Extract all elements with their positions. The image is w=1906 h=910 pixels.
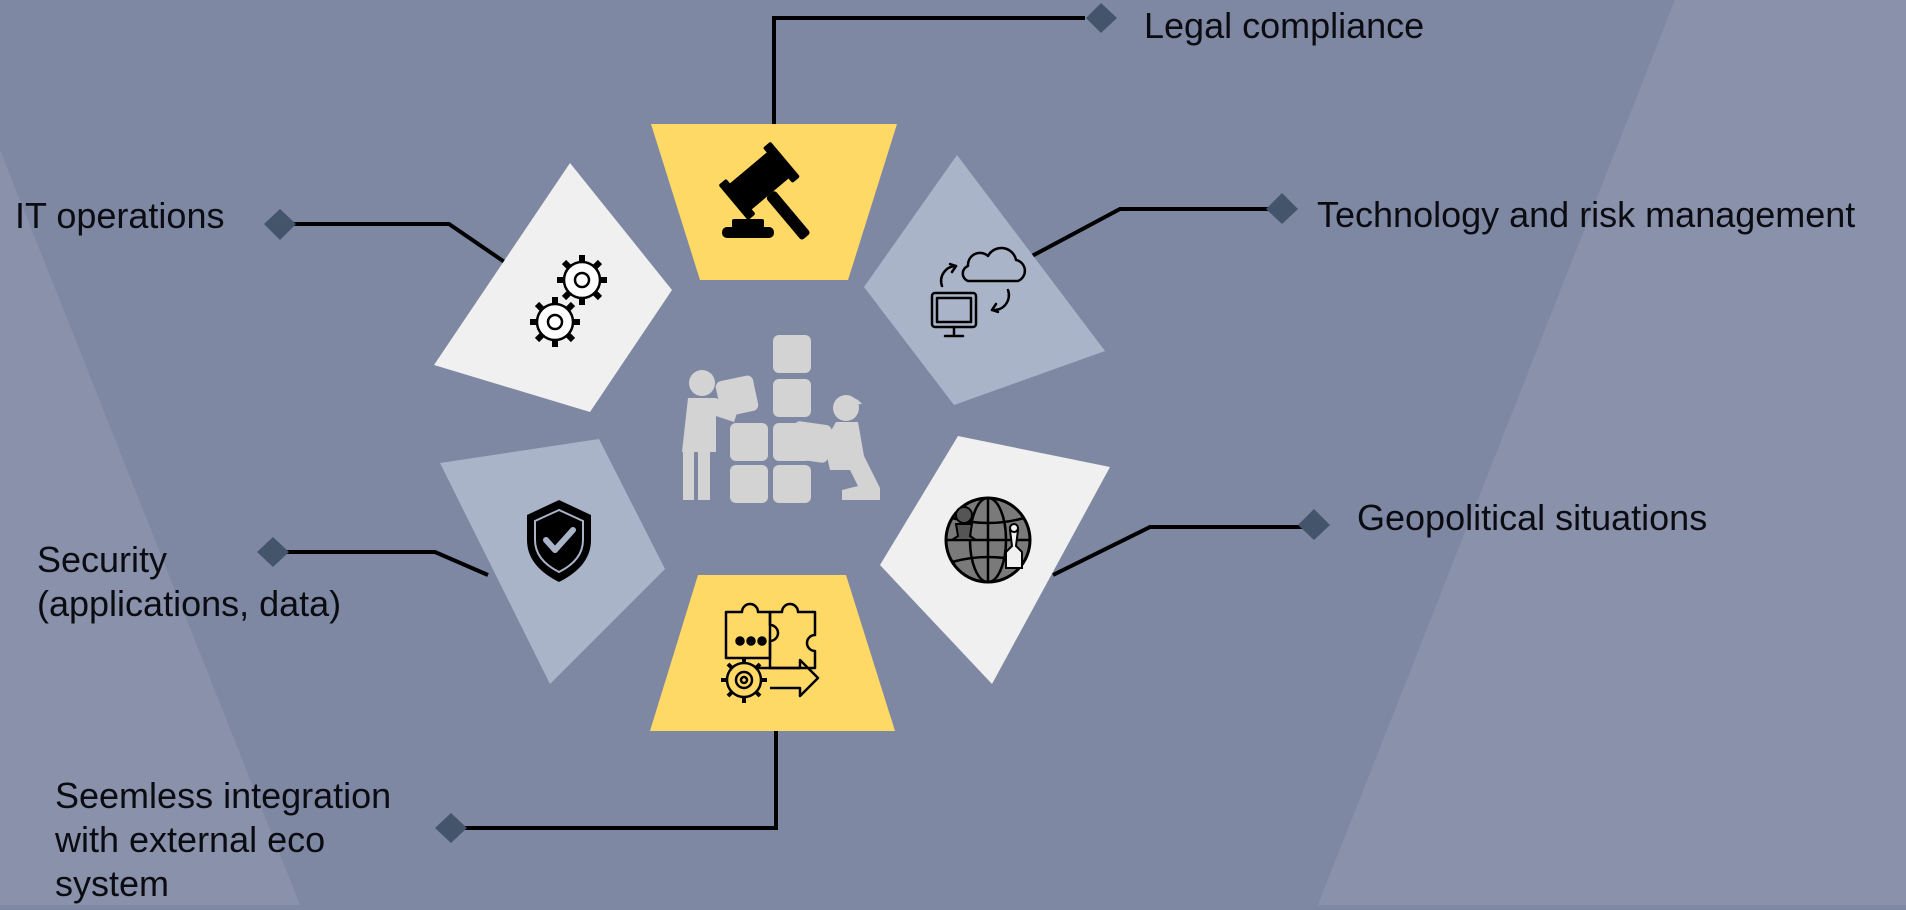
gavel-icon	[719, 142, 810, 240]
label-line: Security	[37, 539, 168, 580]
label-line: with external eco	[55, 819, 326, 860]
label-security: Security (applications, data)	[37, 538, 341, 626]
connector-integration	[453, 731, 778, 830]
diamond-it-ops	[264, 209, 296, 240]
builders-stacking-blocks-icon	[682, 335, 880, 503]
diamond-security	[257, 537, 289, 567]
connector-security	[280, 550, 489, 577]
shield-check-icon	[527, 500, 591, 582]
connector-geopolitical	[1052, 525, 1305, 577]
label-line: Seemless integration	[55, 775, 392, 816]
label-it-operations: IT operations	[15, 194, 224, 238]
label-line: Geopolitical situations	[1357, 497, 1708, 538]
gears-icon	[530, 255, 607, 347]
puzzle-gear-arrow-icon	[721, 602, 820, 703]
globe-chess-icon	[944, 496, 1032, 584]
label-legal-compliance: Legal compliance	[1144, 4, 1424, 48]
tile-integration	[650, 575, 895, 731]
label-technology-risk-management: Technology and risk management	[1317, 193, 1855, 237]
cloud-sync-monitor-icon	[930, 246, 1027, 338]
diamond-tech-risk	[1266, 193, 1298, 224]
diamond-legal	[1086, 3, 1117, 33]
background-left-band	[0, 0, 300, 905]
connectors	[280, 16, 1305, 830]
label-line: system	[55, 863, 170, 904]
connector-tech-risk	[1031, 207, 1275, 258]
label-line: IT operations	[15, 195, 225, 236]
connector-legal	[772, 16, 1085, 124]
tile-it-ops	[434, 163, 672, 412]
label-line: (applications, data)	[37, 583, 342, 624]
label-geopolitical-situations: Geopolitical situations	[1357, 496, 1707, 540]
background-right-band	[1318, 0, 1906, 905]
diamonds	[257, 3, 1330, 843]
label-seemless-integration: Seemless integration with external eco s…	[55, 774, 391, 906]
diamond-geopolitical	[1298, 509, 1330, 540]
label-line: Legal compliance	[1144, 5, 1425, 46]
diamond-integration	[435, 813, 467, 843]
connector-it-ops	[292, 222, 508, 265]
label-line: Technology and risk management	[1317, 194, 1856, 235]
